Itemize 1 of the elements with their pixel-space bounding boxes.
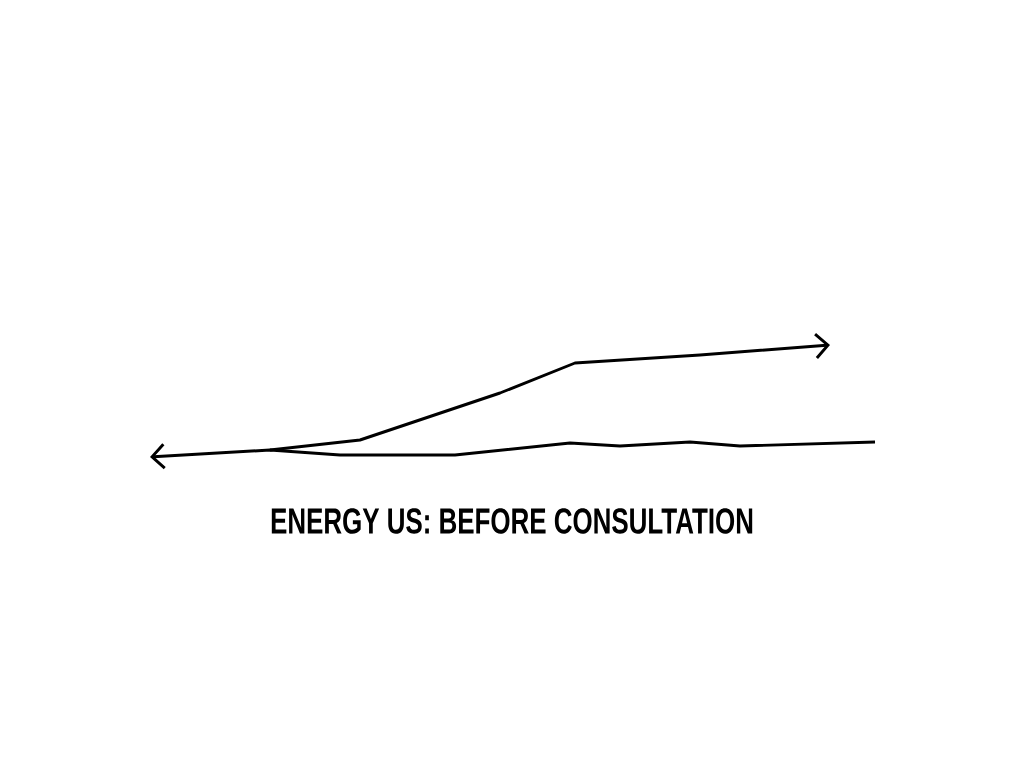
caption: ENERGY US: BEFORE CONSULTATION — [271, 508, 753, 534]
